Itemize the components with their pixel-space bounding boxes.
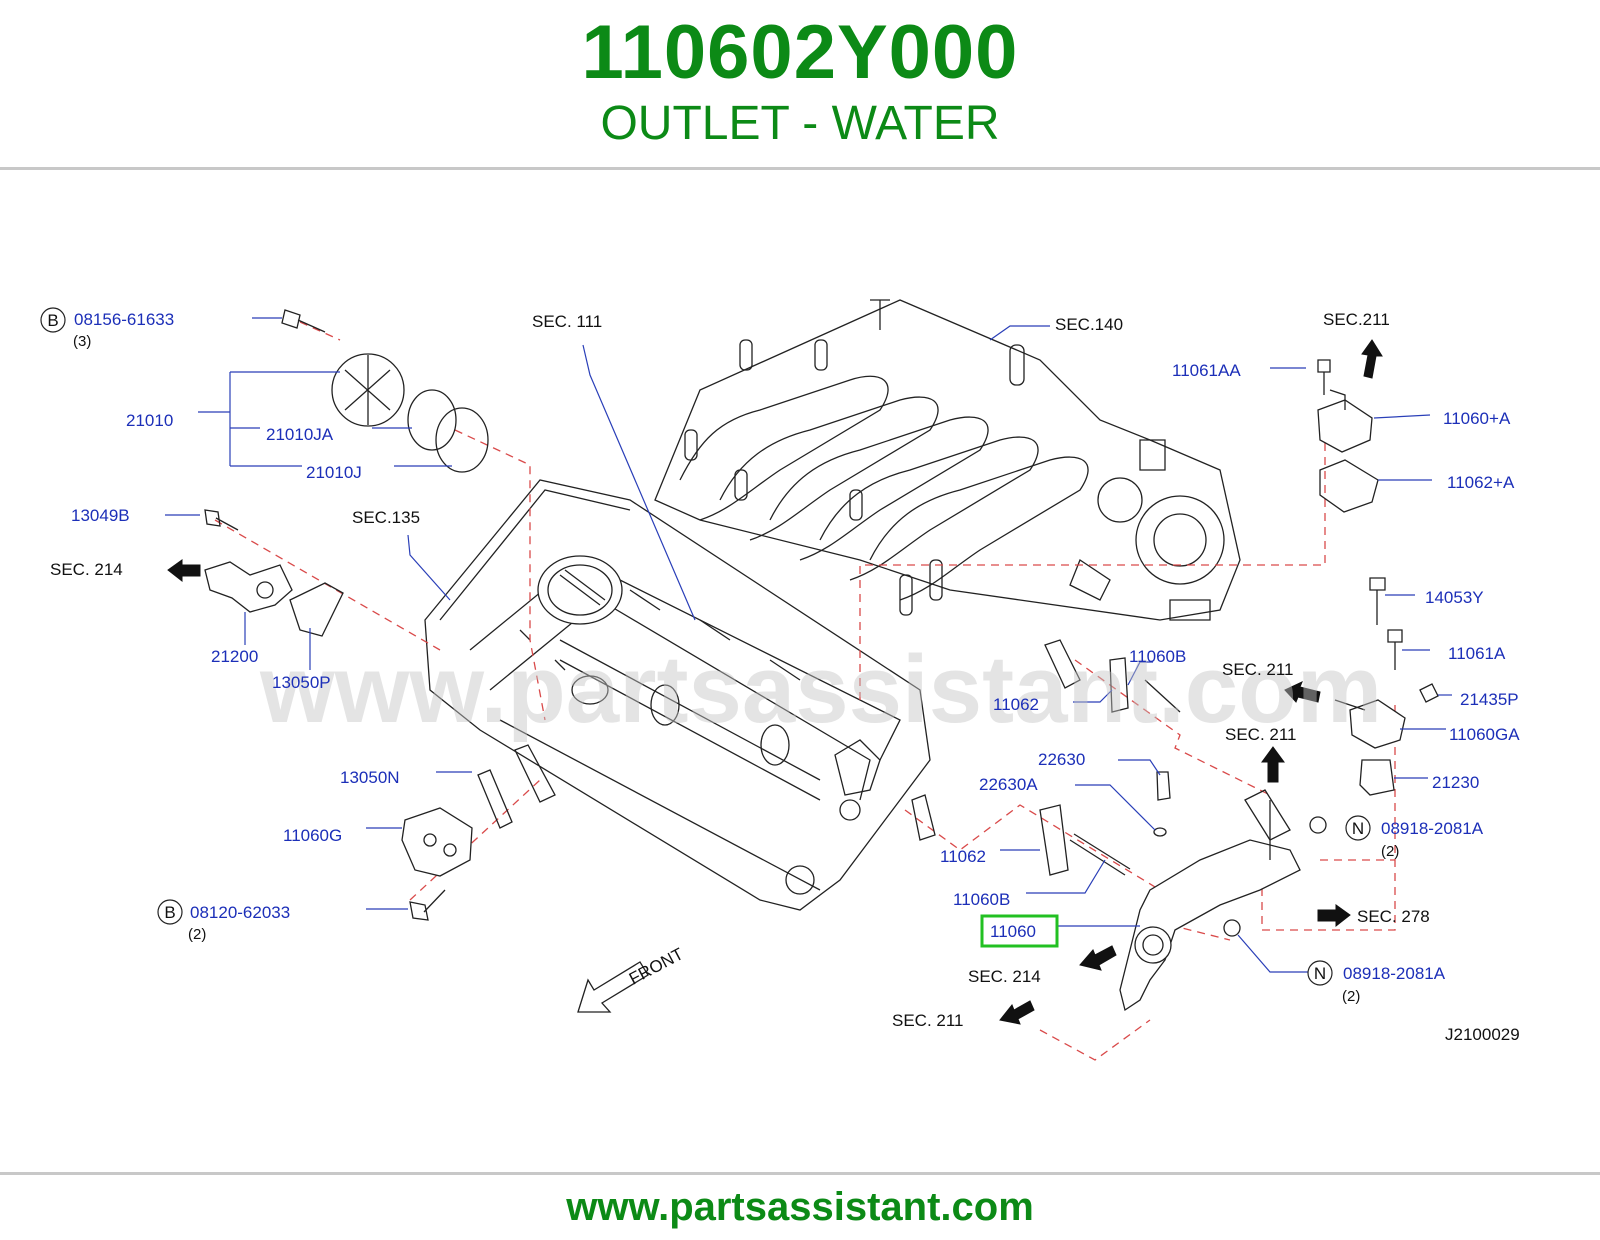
marker-b-1: B <box>47 311 58 330</box>
part-label-13050n[interactable]: 13050N <box>340 768 400 787</box>
part-label-08918-2081a-2[interactable]: 08918-2081A <box>1343 964 1446 983</box>
arrow-sec214-left <box>167 559 201 583</box>
marker-n-circle-2 <box>1307 960 1333 986</box>
part-label-21230[interactable]: 21230 <box>1432 773 1479 792</box>
arrow-sec211-bot <box>999 1000 1035 1025</box>
sec-214-left-label[interactable]: SEC. 214 <box>50 560 123 579</box>
part-label-11062-bottom[interactable]: 11062 <box>940 847 986 866</box>
sec-214-bottom-label[interactable]: SEC. 214 <box>968 967 1041 986</box>
arrow-sec211-top <box>1361 339 1383 379</box>
arrow-sec278 <box>1317 904 1351 928</box>
section-labels: SEC. 111 SEC.140 SEC.135 SEC.211 SEC. 21… <box>50 310 1520 1044</box>
part-label-14053y[interactable]: 14053Y <box>1425 588 1484 607</box>
sec-211-bottom-label[interactable]: SEC. 211 <box>892 1011 964 1030</box>
part-label-22630[interactable]: 22630 <box>1038 750 1085 769</box>
engine-drawing <box>424 299 1241 911</box>
part-label-21435p[interactable]: 21435P <box>1460 690 1519 709</box>
part-label-11060g[interactable]: 11060G <box>283 826 342 845</box>
watermark-text: www.partsassistant.com <box>259 636 1382 743</box>
part-label-08156-61633[interactable]: 08156-61633 <box>74 310 174 329</box>
sec-211-top-label[interactable]: SEC.211 <box>1323 310 1390 329</box>
part-label-11061aa[interactable]: 11061AA <box>1172 361 1241 380</box>
part-label-11061a[interactable]: 11061A <box>1448 644 1506 663</box>
part-label-22630a[interactable]: 22630A <box>979 775 1038 794</box>
sec-111-label[interactable]: SEC. 111 <box>532 312 602 331</box>
part-label-11060-selected[interactable]: 11060 <box>990 922 1036 941</box>
page-header: 110602Y000 OUTLET - WATER <box>0 0 1600 168</box>
arrow-sec211-mid1 <box>1284 681 1321 703</box>
part-labels: 08156-61633 (3) 21010 21010JA 21010J 130… <box>71 310 1520 1005</box>
sec-135-label[interactable]: SEC.135 <box>352 508 420 527</box>
part-label-21010ja[interactable]: 21010JA <box>266 425 334 444</box>
leader-lines <box>165 317 1452 973</box>
qty-08120: (2) <box>188 926 206 943</box>
header-divider <box>0 167 1600 170</box>
part-label-11062-a[interactable]: 11062+A <box>1447 473 1515 492</box>
part-number-title: 110602Y000 <box>581 10 1019 95</box>
part-label-13050p[interactable]: 13050P <box>272 673 331 692</box>
marker-b-2: B <box>164 903 175 922</box>
arrow-sec214-bot <box>1079 945 1117 971</box>
part-name-subtitle: OUTLET - WATER <box>600 97 1000 150</box>
marker-n-circle-1 <box>1345 815 1371 841</box>
sec-211-mid1-label[interactable]: SEC. 211 <box>1222 660 1294 679</box>
footer-divider <box>0 1172 1600 1175</box>
diagram-code: J2100029 <box>1445 1025 1520 1044</box>
part-label-21010[interactable]: 21010 <box>126 411 173 430</box>
section-arrows <box>167 339 1383 1025</box>
part-label-11060b-bottom[interactable]: 11060B <box>953 890 1010 909</box>
marker-b-circle-2 <box>157 899 183 925</box>
qty-08156: (3) <box>73 333 91 350</box>
arrow-sec211-mid2 <box>1261 746 1285 783</box>
sec-211-mid2-label[interactable]: SEC. 211 <box>1225 725 1297 744</box>
marker-b-circle-1 <box>40 307 66 333</box>
sec-140-label[interactable]: SEC.140 <box>1055 315 1123 334</box>
parts-diagram: www.partsassistant.com SEC. 111 SEC.140 … <box>40 299 1520 1061</box>
qty-08918-1: (2) <box>1381 843 1399 860</box>
part-label-21200[interactable]: 21200 <box>211 647 258 666</box>
front-label: FRONT <box>626 944 687 988</box>
qty-08918-2: (2) <box>1342 988 1360 1005</box>
part-label-13049b[interactable]: 13049B <box>71 506 130 525</box>
marker-n-2: N <box>1314 964 1326 983</box>
part-sketches <box>204 309 1439 1012</box>
part-label-08918-2081a-1[interactable]: 08918-2081A <box>1381 819 1484 838</box>
part-label-08120-62033[interactable]: 08120-62033 <box>190 903 290 922</box>
selected-part-highlight <box>980 914 1059 948</box>
part-label-11062-top[interactable]: 11062 <box>993 695 1039 714</box>
front-arrow-icon <box>577 961 649 1013</box>
part-label-11060-a[interactable]: 11060+A <box>1443 409 1511 428</box>
marker-n-1: N <box>1352 819 1364 838</box>
sec-278-label[interactable]: SEC. 278 <box>1357 907 1430 926</box>
circle-markers: B B N N <box>40 307 1371 986</box>
part-label-21010j[interactable]: 21010J <box>306 463 362 482</box>
part-label-11060b-top[interactable]: 11060B <box>1129 647 1186 666</box>
part-label-11060ga[interactable]: 11060GA <box>1449 725 1520 744</box>
footer-url[interactable]: www.partsassistant.com <box>566 1185 1034 1229</box>
